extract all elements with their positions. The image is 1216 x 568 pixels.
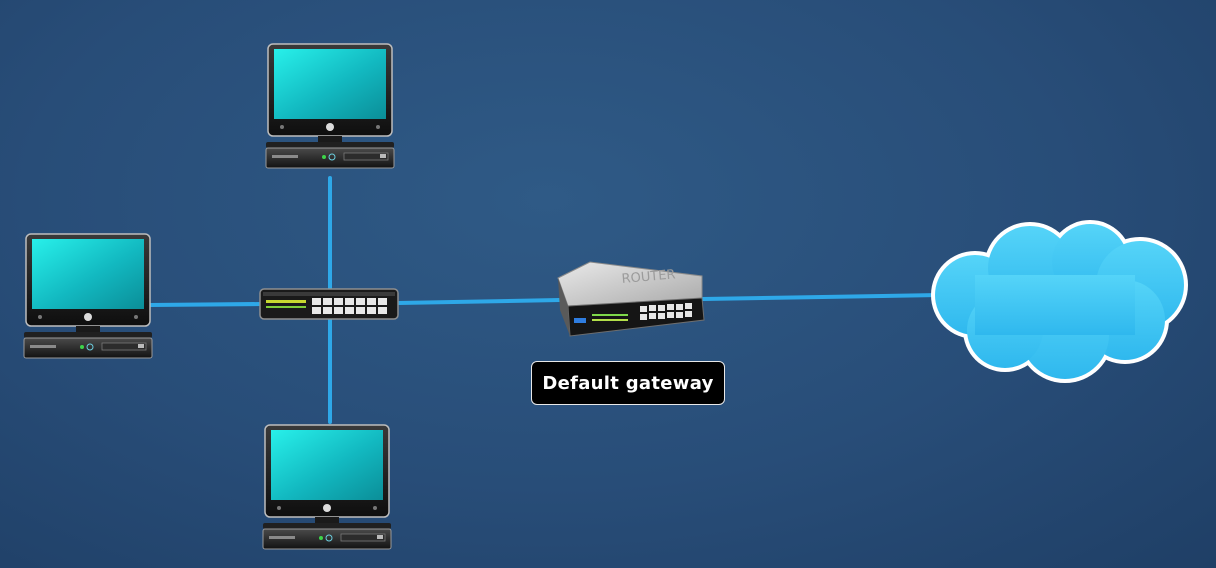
link-switch-router: [396, 298, 562, 305]
computer-left-icon: [23, 233, 153, 359]
computer-top-icon: [265, 43, 395, 169]
network-links: [148, 176, 942, 424]
default-gateway-label: Default gateway: [531, 361, 725, 405]
computer-bottom-icon: [262, 424, 392, 550]
link-left-pc-switch: [148, 302, 264, 307]
switch-icon: [259, 288, 399, 320]
link-router-cloud: [701, 293, 942, 301]
cloud-icon: [931, 220, 1188, 383]
router-brand-text: ROUTER: [621, 267, 676, 287]
router-icon: ROUTER: [557, 261, 705, 337]
